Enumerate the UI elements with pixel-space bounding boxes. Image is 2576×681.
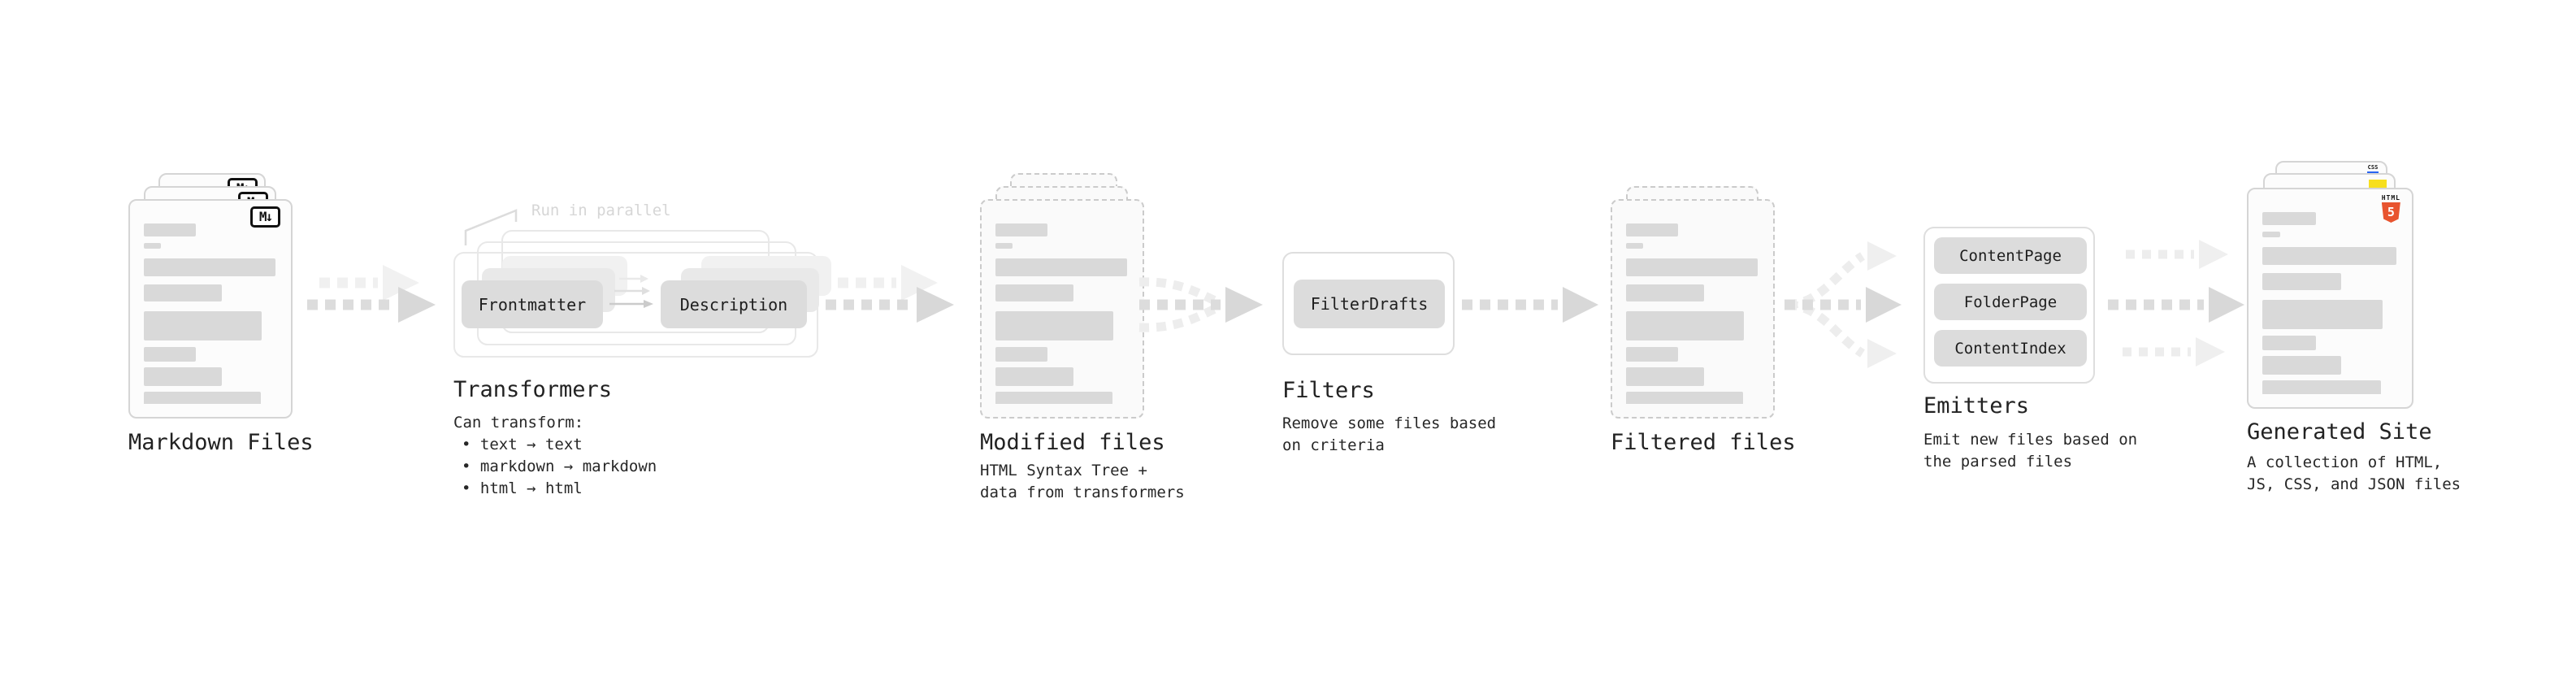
doc-line-bar <box>144 311 262 340</box>
doc-line-bar <box>995 284 1073 301</box>
doc-line-bar <box>1626 243 1644 249</box>
filtered-file-card-front <box>1611 199 1775 419</box>
modified-files-subtitle: HTML Syntax Tree + <box>980 462 1147 479</box>
markdown-icon: M↓ <box>250 206 280 228</box>
flow-arrow-folderpage-to-site <box>2108 287 2244 323</box>
transformers-intro: Can transform: <box>453 414 584 432</box>
emitter-box-folderpage: FolderPage <box>1934 284 2087 320</box>
doc-line-bar <box>995 347 1048 362</box>
modified-file-card-front <box>980 199 1144 419</box>
emitter-box-label: FolderPage <box>1963 293 2058 311</box>
modified-files-subtitle: data from transformers <box>980 484 1185 501</box>
emitters-subtitle: the parsed files <box>1923 453 2073 471</box>
transformer-box-frontmatter: Frontmatter <box>462 280 603 328</box>
doc-line-bar <box>144 367 222 386</box>
flow-arrow-filters-to-filtered <box>1462 287 1598 323</box>
flow-arrow-transformers-to-modified <box>826 265 954 323</box>
doc-line-bar <box>1626 258 1758 276</box>
doc-line-bar <box>144 284 222 301</box>
transformer-box-label: Frontmatter <box>478 294 587 314</box>
filter-box-filterdrafts: FilterDrafts <box>1294 280 1445 328</box>
doc-content-placeholder <box>144 223 278 404</box>
doc-line-bar <box>995 311 1114 340</box>
stage-title-transformers: Transformers <box>453 377 613 402</box>
js-icon <box>2369 180 2387 188</box>
doc-line-bar <box>144 223 197 236</box>
filters-subtitle: Remove some files based <box>1282 414 1497 432</box>
annotation-leader-line <box>464 209 518 245</box>
site-file-card-front: HTML 5 <box>2247 188 2413 409</box>
doc-line-bar <box>2262 273 2342 290</box>
doc-line-bar <box>995 243 1013 249</box>
transformers-bullet: • html → html <box>462 479 583 497</box>
stage-title-markdown-files: Markdown Files <box>128 430 314 455</box>
doc-line-bar <box>144 243 162 249</box>
stage-title-filtered-files: Filtered files <box>1611 430 1796 455</box>
markdown-file-card-front: M↓ <box>128 199 293 419</box>
doc-line-bar <box>2262 380 2382 394</box>
generated-site-subtitle: A collection of HTML, <box>2247 453 2443 471</box>
doc-content-placeholder <box>2262 212 2399 394</box>
doc-line-bar <box>995 223 1048 236</box>
doc-line-bar <box>1626 284 1704 301</box>
flow-arrow-contentpage-to-site <box>2126 240 2228 269</box>
flow-arrow-markdown-to-transformers <box>307 265 436 323</box>
filter-box-label: FilterDrafts <box>1310 294 1429 314</box>
doc-line-bar <box>144 347 197 362</box>
doc-line-bar <box>1626 347 1679 362</box>
emitters-subtitle: Emit new files based on <box>1923 431 2138 449</box>
stage-title-modified-files: Modified files <box>980 430 1165 455</box>
transformers-bullet: • markdown → markdown <box>462 458 657 475</box>
doc-line-bar <box>995 258 1127 276</box>
doc-line-bar <box>2262 336 2316 350</box>
doc-content-placeholder <box>1626 223 1760 404</box>
flow-arrow-converge-to-filters <box>1138 277 1263 332</box>
stage-title-generated-site: Generated Site <box>2247 419 2432 445</box>
doc-line-bar <box>144 258 275 276</box>
html5-icon-label: HTML <box>2381 194 2400 202</box>
flow-arrow-diverge-to-emitters <box>1785 241 1902 368</box>
html5-icon-shield: 5 <box>2381 202 2400 223</box>
stage-title-emitters: Emitters <box>1923 393 2030 419</box>
run-in-parallel-annotation: Run in parallel <box>531 202 671 219</box>
doc-line-bar <box>2262 247 2396 265</box>
doc-line-bar <box>995 392 1112 404</box>
emitter-box-label: ContentIndex <box>1954 339 2066 358</box>
generated-site-subtitle: JS, CSS, and JSON files <box>2247 475 2461 493</box>
doc-line-bar <box>2262 212 2316 225</box>
transformer-box-label: Description <box>679 294 788 314</box>
doc-line-bar <box>2262 232 2280 237</box>
css-icon-label: CSS <box>2367 164 2379 171</box>
doc-line-bar <box>995 367 1073 386</box>
transformers-bullet: • text → text <box>462 436 583 453</box>
doc-line-bar <box>1626 223 1679 236</box>
doc-line-bar <box>1626 392 1743 404</box>
doc-content-placeholder <box>995 223 1130 404</box>
doc-line-bar <box>144 392 261 404</box>
emitter-box-contentindex: ContentIndex <box>1934 330 2087 367</box>
css-icon-bar <box>2367 171 2379 174</box>
emitter-box-contentpage: ContentPage <box>1934 237 2087 274</box>
doc-line-bar <box>1626 311 1745 340</box>
doc-line-bar <box>2262 356 2342 375</box>
emitter-box-label: ContentPage <box>1959 246 2062 265</box>
stage-title-filters: Filters <box>1282 378 1375 403</box>
html5-icon: HTML 5 <box>2382 194 2400 223</box>
doc-line-bar <box>1626 367 1704 386</box>
css-icon: CSS <box>2367 165 2379 174</box>
flow-arrow-contentindex-to-site <box>2123 337 2225 367</box>
doc-line-bar <box>2262 300 2383 329</box>
transformer-box-description: Description <box>661 280 807 328</box>
filters-subtitle: on criteria <box>1282 436 1385 454</box>
parallel-step-arrows <box>609 275 653 308</box>
